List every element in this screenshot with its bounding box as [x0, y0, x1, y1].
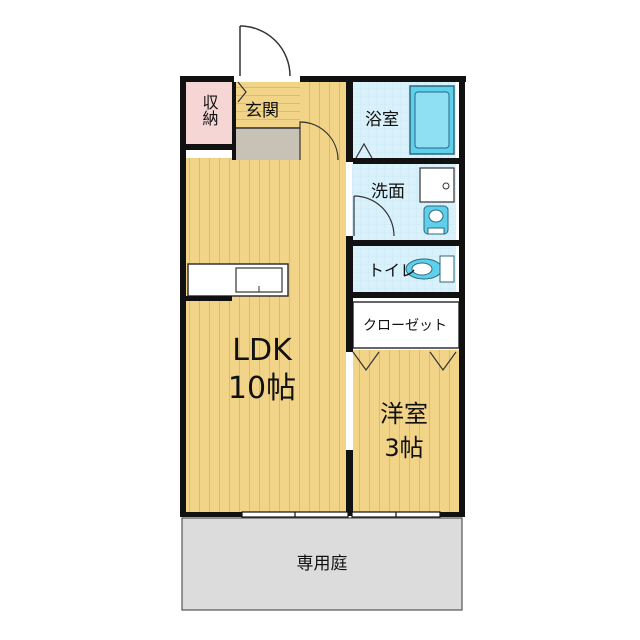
- walls: [180, 76, 466, 517]
- washroom-label: 洗面: [371, 182, 405, 202]
- bathtub: [409, 85, 455, 155]
- ldk-room: [186, 82, 346, 512]
- entrance-door: [239, 25, 291, 77]
- western-size: 3帖: [384, 434, 423, 462]
- toilet-fixture-upper: [423, 205, 449, 235]
- western-name: 洋室: [380, 400, 428, 428]
- western-room: [353, 350, 459, 512]
- storage-label-1: 収納: [200, 94, 219, 127]
- interior-doors: [299, 121, 457, 372]
- entrance: [234, 82, 300, 160]
- ldk-size: 10帖: [228, 371, 296, 406]
- windows: [241, 511, 441, 518]
- storage-floor: [186, 82, 232, 144]
- closet-label: クローゼット: [363, 318, 447, 334]
- toilet-fixture: [405, 255, 455, 283]
- toilet-label: トイレ: [368, 261, 416, 280]
- washbasin: [419, 167, 455, 203]
- bathroom-label: 浴室: [365, 110, 399, 130]
- storage-door: [237, 81, 247, 103]
- ldk-name: LDK: [232, 333, 293, 368]
- entrance-label: 玄関: [245, 101, 279, 121]
- garden: 専用庭: [181, 517, 463, 611]
- garden-label: 専用庭: [297, 554, 348, 574]
- kitchen-counter: [187, 263, 289, 297]
